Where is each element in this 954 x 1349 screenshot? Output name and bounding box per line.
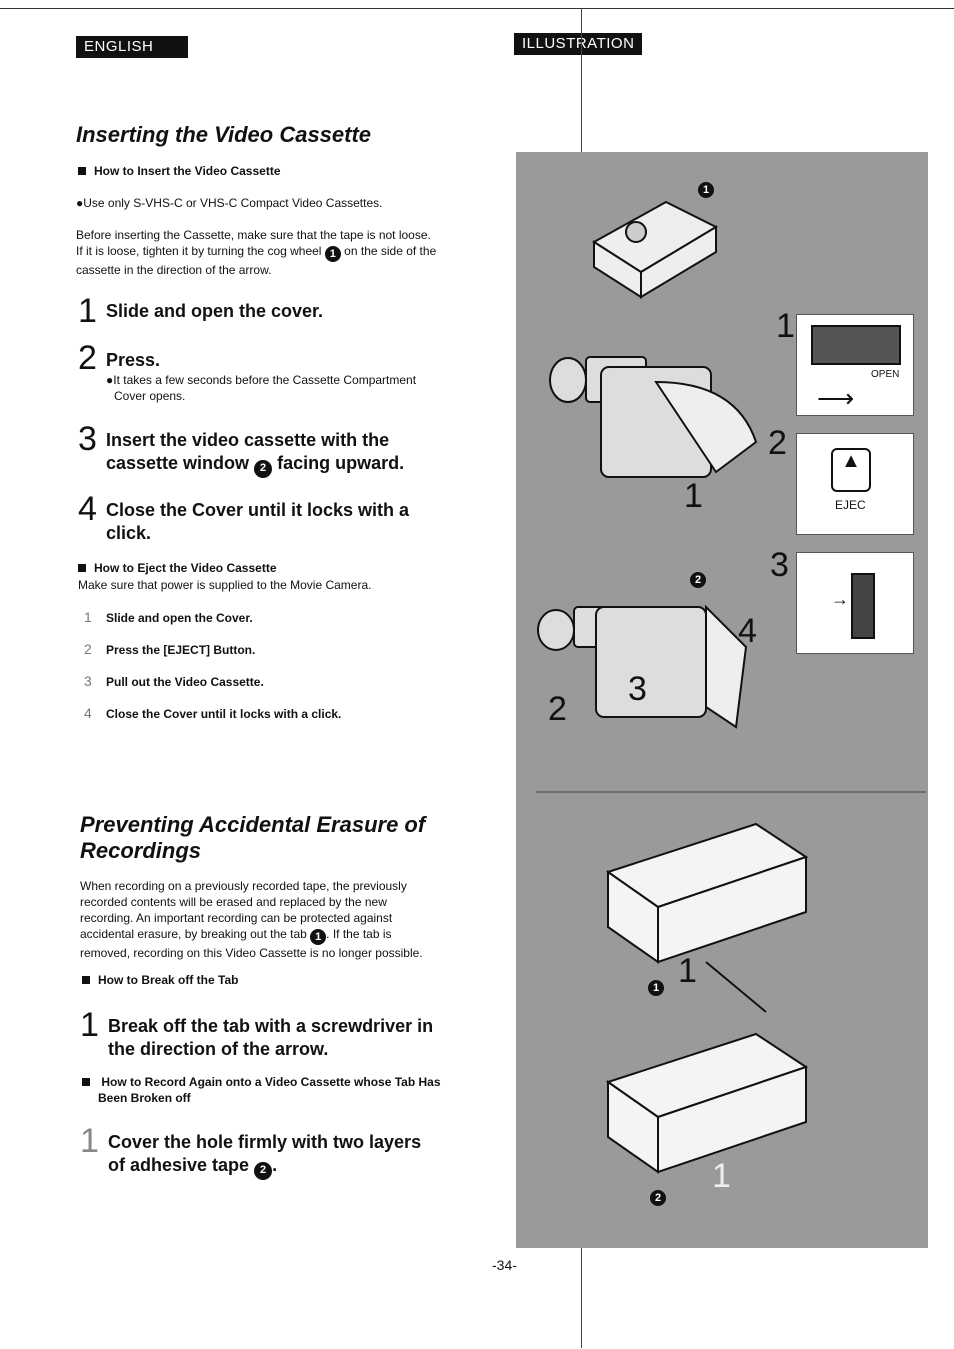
cover-hole-step: 1 Cover the hole firmly with two layers … bbox=[80, 1122, 422, 1180]
badge-1: 1 bbox=[324, 246, 341, 262]
badge-1: 1 bbox=[310, 929, 327, 945]
erasure-paragraph: When recording on a previously recorded … bbox=[80, 878, 480, 961]
loose-tape-paragraph: Before inserting the Cassette, make sure… bbox=[76, 227, 476, 278]
callout-number: 1 bbox=[678, 952, 697, 990]
badge-2: 2 bbox=[254, 459, 273, 478]
subhead-break-tab: How to Break off the Tab bbox=[82, 973, 238, 987]
section-title-inserting: Inserting the Video Cassette bbox=[76, 122, 372, 147]
para-line: recorded contents will be erased and rep… bbox=[80, 895, 387, 909]
step-text: the direction of the arrow. bbox=[108, 1039, 329, 1059]
step-number: 1 bbox=[78, 292, 97, 330]
insert-step-3: 3 Insert the video cassette with the cas… bbox=[78, 420, 404, 478]
step-number: 1 bbox=[80, 1122, 99, 1160]
step-number: 4 bbox=[78, 490, 97, 528]
slide-switch bbox=[811, 325, 901, 365]
cassette-illustration bbox=[592, 200, 719, 299]
slide-cover-panel: OPEN ⟶ bbox=[796, 314, 914, 416]
eject-label: EJEC bbox=[835, 498, 866, 512]
vhs-cassette-2 bbox=[605, 1032, 809, 1174]
section-title-erasure: Preventing Accidental Erasure of Recordi… bbox=[80, 812, 426, 863]
badge-1: 1 bbox=[698, 182, 714, 198]
camcorder-illustration bbox=[549, 356, 758, 478]
step-number: 1 bbox=[80, 1006, 99, 1044]
vhs-cassette-1 bbox=[605, 822, 809, 1013]
callout-number: 2 bbox=[768, 424, 787, 462]
insert-cassette-panel: → bbox=[796, 552, 914, 654]
illustration-panel: OPEN ⟶ ▲ EJEC → 1 2 3 1 2 3 4 1 2 1 1 2 … bbox=[516, 152, 928, 1248]
step-text: of adhesive tape 2. bbox=[108, 1154, 421, 1180]
eject-note: Make sure that power is supplied to the … bbox=[78, 578, 372, 592]
step-number: 2 bbox=[78, 339, 97, 377]
callout-number: 1 bbox=[684, 477, 703, 515]
illustration-tag: ILLUSTRATION bbox=[514, 33, 643, 55]
callout-number: 4 bbox=[738, 612, 757, 650]
callout-number: 1 bbox=[712, 1157, 731, 1195]
bullet-compatible-cassettes: ●Use only S-VHS-C or VHS-C Compact Video… bbox=[76, 196, 383, 210]
para-line: If it is loose, tighten it by turning th… bbox=[76, 244, 437, 262]
page-number: -34- bbox=[492, 1257, 517, 1273]
para-line: recording. An important recording can be… bbox=[80, 911, 393, 925]
step-text: Insert the video cassette with the bbox=[106, 430, 390, 450]
open-label: OPEN bbox=[871, 369, 900, 380]
insert-step-4: 4 Close the Cover until it locks with a … bbox=[78, 490, 410, 545]
para-line: accidental erasure, by breaking out the … bbox=[80, 927, 392, 945]
para-line: cassette in the direction of the arrow. bbox=[76, 263, 272, 277]
callout-number: 3 bbox=[628, 670, 647, 708]
para-line: When recording on a previously recorded … bbox=[80, 879, 407, 893]
para-line: Before inserting the Cassette, make sure… bbox=[76, 228, 431, 242]
step-note: ●It takes a few seconds before the Casse… bbox=[106, 373, 417, 387]
camcorder-eject-illustration bbox=[537, 604, 748, 729]
badge-2: 2 bbox=[690, 572, 706, 588]
badge-2: 2 bbox=[650, 1190, 666, 1206]
step-text: click. bbox=[106, 523, 152, 543]
cassette-side-icon bbox=[851, 573, 875, 639]
step-text: Break off the tab with a screwdriver in bbox=[108, 1016, 434, 1036]
step-note: Cover opens. bbox=[114, 389, 186, 403]
language-tag: ENGLISH bbox=[76, 36, 188, 58]
badge-2: 2 bbox=[254, 1161, 273, 1180]
step-text: Press. bbox=[106, 350, 161, 370]
arrow-right-icon: → bbox=[831, 589, 849, 609]
arrow-right-icon: ⟶ bbox=[817, 383, 855, 413]
insert-step-1: 1 Slide and open the cover. bbox=[78, 292, 324, 330]
callout-number: 1 bbox=[776, 307, 795, 345]
eject-button-panel: ▲ EJEC bbox=[796, 433, 914, 535]
insert-step-2: 2 Press. ●It takes a few seconds before … bbox=[78, 339, 417, 404]
eject-button-icon: ▲ bbox=[831, 448, 871, 492]
subhead-record-again: How to Record Again onto a Video Cassett… bbox=[82, 1074, 441, 1106]
top-rule bbox=[0, 8, 954, 9]
illustration-svg bbox=[536, 200, 926, 1174]
badge-1: 1 bbox=[648, 980, 664, 996]
callout-number: 3 bbox=[770, 546, 789, 584]
step-text: Cover the hole firmly with two layers bbox=[108, 1132, 422, 1152]
step-text: cassette window 2 facing upward. bbox=[106, 452, 404, 478]
subhead-eject: How to Eject the Video Cassette bbox=[78, 561, 277, 575]
step-text: Slide and open the cover. bbox=[106, 301, 324, 321]
step-text: Close the Cover until it locks with a bbox=[106, 500, 410, 520]
para-line: removed, recording on this Video Cassett… bbox=[80, 946, 423, 960]
subhead-insert: How to Insert the Video Cassette bbox=[78, 164, 281, 178]
callout-number: 2 bbox=[548, 690, 567, 728]
step-number: 3 bbox=[78, 420, 97, 458]
break-tab-step: 1 Break off the tab with a screwdriver i… bbox=[80, 1006, 434, 1061]
